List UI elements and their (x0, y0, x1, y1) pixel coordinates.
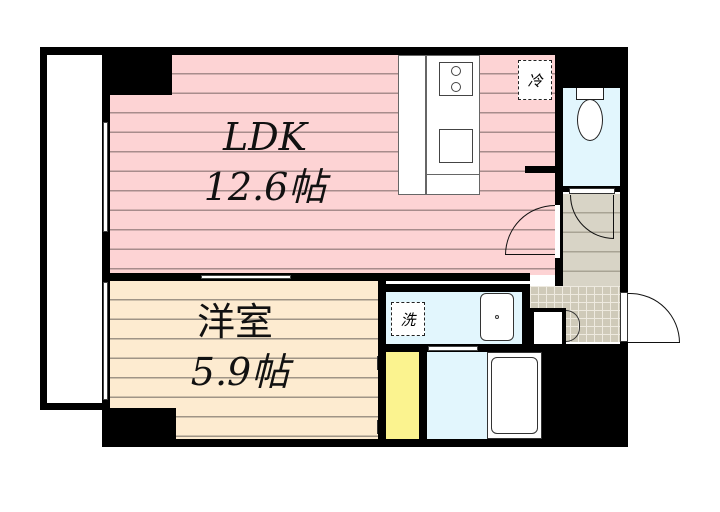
wall-ldk-bottom (102, 273, 530, 281)
entry-door-frame (620, 292, 628, 342)
outer-wall-bottom (102, 439, 628, 447)
outer-wall-right (620, 47, 628, 447)
burner-icon (451, 82, 461, 92)
kitchen-counter (398, 55, 426, 195)
ldk-name: LDK (222, 115, 308, 159)
sliding-door-ldk-western[interactable] (201, 275, 291, 279)
column-bottom-right (542, 348, 628, 447)
wall-stub (525, 166, 557, 173)
door-frame (555, 205, 560, 258)
burner-icon (451, 66, 461, 76)
ldk-size: 12.6帖 (203, 165, 327, 209)
wall-western-right (378, 273, 386, 447)
tub-inner (491, 357, 538, 434)
bathtub-icon (487, 352, 542, 439)
wall-closet-right (419, 352, 427, 439)
wall-washroom-bottom (386, 344, 626, 352)
fridge-label: 冷 (527, 71, 543, 90)
drain-icon (495, 315, 499, 319)
wall-ldk-right (555, 47, 563, 287)
column-top-left (102, 47, 172, 95)
room-bathroom (427, 352, 487, 439)
closet-door-icon[interactable] (362, 420, 378, 434)
column-top-right (563, 47, 628, 88)
wall-washroom-right (522, 292, 530, 348)
kitchen-unit (426, 55, 480, 195)
window-western[interactable] (103, 282, 108, 400)
window-ldk[interactable] (103, 122, 108, 232)
western-room-name: 洋室 (196, 300, 273, 344)
closet-door-icon[interactable] (362, 356, 378, 370)
outer-wall-top (40, 47, 628, 55)
stove (439, 62, 473, 96)
washer-label: 洗 (400, 310, 416, 329)
western-room-size: 5.9帖 (190, 350, 290, 394)
room-ldk (110, 55, 555, 275)
column-bottom-left (102, 408, 176, 447)
shoe-cabinet (530, 308, 566, 344)
toilet-bowl-icon (577, 99, 603, 141)
bath-door-frame[interactable] (428, 346, 478, 351)
wash-basin-icon (480, 293, 514, 341)
closet (386, 352, 419, 439)
entry-door[interactable] (628, 293, 680, 343)
outer-wall-left (102, 47, 110, 447)
washer-space: 洗 (391, 302, 425, 336)
balcony (40, 47, 110, 410)
toilet-door-frame (569, 188, 615, 194)
sink (439, 129, 473, 163)
wall-washroom-top (386, 284, 530, 292)
counter-divider (427, 174, 479, 175)
fridge-space: 冷 (518, 60, 552, 100)
